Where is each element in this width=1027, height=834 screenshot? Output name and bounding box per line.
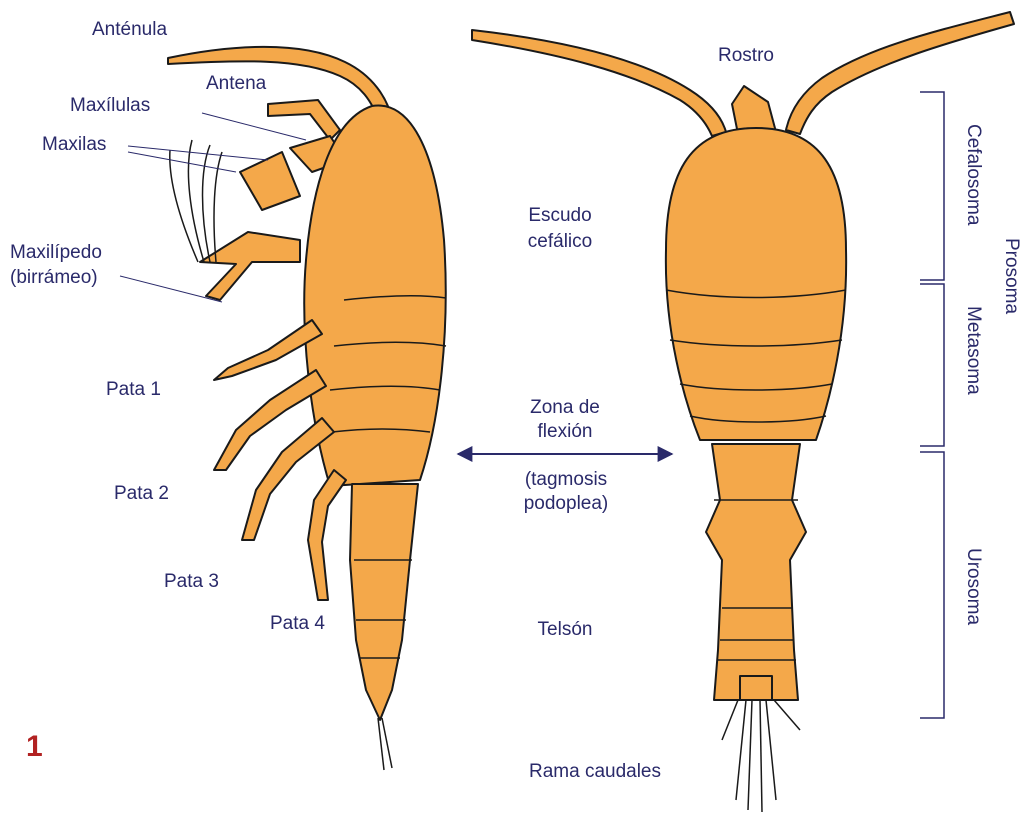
label-flexion-line2: flexión (500, 420, 630, 443)
label-maxillae: Maxilas (42, 133, 106, 156)
label-flexion-line1: Zona de (500, 396, 630, 419)
label-urosome: Urosoma (962, 548, 984, 625)
label-cephalosome: Cefalosoma (962, 124, 984, 225)
label-leg-3: Pata 3 (164, 570, 219, 593)
maxilliped-setae (170, 140, 222, 262)
lateral-caudal-setae (378, 718, 392, 770)
metasome-bracket (920, 284, 944, 446)
label-tagmosis-line1: (tagmosis (496, 468, 636, 491)
dorsal-caudal-setae (722, 700, 800, 812)
label-leg-1: Pata 1 (106, 378, 161, 401)
caudal-rami (740, 676, 772, 700)
label-antenna: Antena (206, 72, 266, 95)
region-brackets (920, 92, 944, 718)
label-prosome: Prosoma (1000, 238, 1022, 314)
maxillae-mouthpart (240, 152, 300, 210)
urosome-bracket (920, 452, 944, 718)
label-leg-4: Pata 4 (270, 612, 325, 635)
label-cephalic-shield-line2: cefálico (500, 230, 620, 253)
leg-4-appendage (308, 470, 346, 600)
figure-number: 1 (26, 730, 43, 764)
label-maxillules: Maxílulas (70, 94, 150, 117)
dorsal-right-antennule (786, 12, 1014, 134)
lateral-urosome (350, 484, 418, 720)
label-maxilliped-line2: (birrámeo) (10, 266, 98, 289)
leader-lines (120, 113, 306, 302)
lateral-view-copepod (168, 47, 446, 770)
label-cephalic-shield-line1: Escudo (500, 204, 620, 227)
rostrum (732, 86, 776, 134)
dorsal-urosome (706, 444, 806, 700)
label-antennule: Anténula (92, 18, 167, 41)
dorsal-prosome (666, 128, 846, 440)
label-leg-2: Pata 2 (114, 482, 169, 505)
leg-2-appendage (214, 370, 326, 470)
antenna-appendage (268, 100, 340, 140)
label-rostrum: Rostro (718, 44, 774, 67)
label-telson: Telsón (500, 618, 630, 641)
dorsal-left-antennule (472, 30, 726, 136)
label-metasome: Metasoma (962, 306, 984, 395)
label-tagmosis-line2: podoplea) (496, 492, 636, 515)
cephalosome-bracket (920, 92, 944, 280)
label-caudal-rami: Rama caudales (500, 760, 690, 783)
label-maxilliped-line1: Maxilípedo (10, 241, 102, 264)
